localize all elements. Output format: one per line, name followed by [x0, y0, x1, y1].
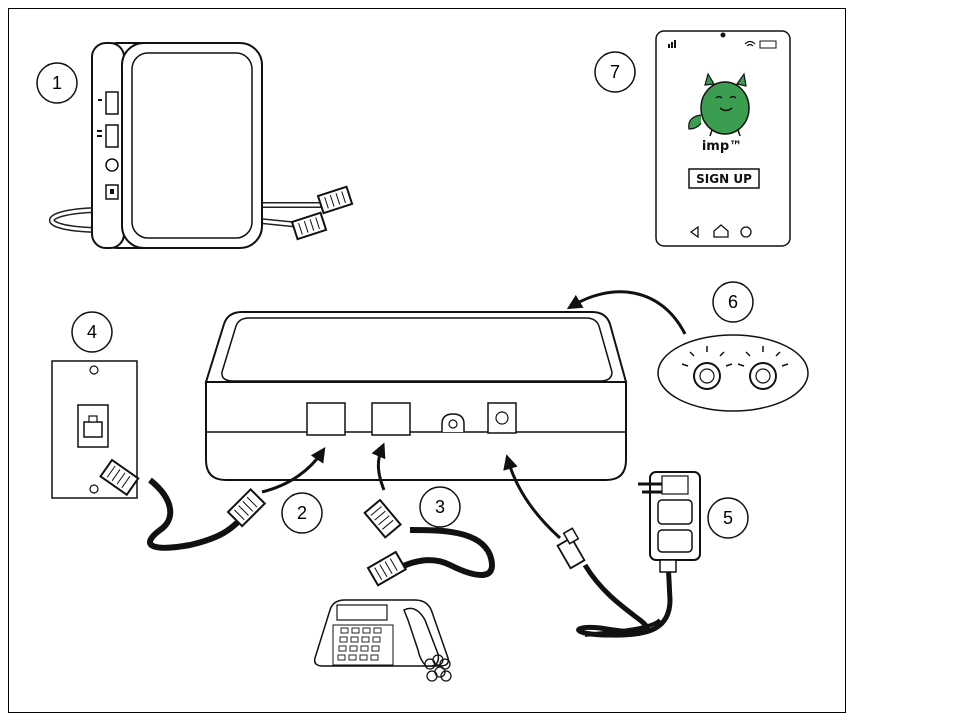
- callout-1: 1: [36, 62, 78, 104]
- desk-phone-illustration: [313, 599, 452, 682]
- battery-icon: [759, 40, 777, 49]
- svg-text:1: 1: [52, 73, 62, 93]
- power-adapter-illustration: [556, 471, 701, 638]
- svg-text:6: 6: [728, 292, 738, 312]
- recents-nav-icon[interactable]: [740, 226, 752, 238]
- app-name-label: imp™: [702, 139, 742, 154]
- svg-text:7: 7: [610, 62, 620, 82]
- svg-text:5: 5: [723, 508, 733, 528]
- phone-line-cable: [99, 458, 267, 551]
- callout-6: 6: [712, 281, 754, 323]
- signal-icon: [668, 40, 676, 48]
- gateway-device-illustration: [204, 311, 628, 481]
- home-nav-icon[interactable]: [713, 224, 729, 238]
- callout-4: 4: [71, 311, 113, 353]
- status-lights-illustration: [657, 334, 809, 412]
- callout-3: 3: [419, 486, 461, 528]
- back-nav-icon[interactable]: [689, 225, 699, 239]
- svg-text:2: 2: [297, 503, 307, 523]
- signup-button[interactable]: [688, 168, 760, 189]
- phone-line-arrow: [261, 447, 326, 494]
- phone-cable: [363, 498, 495, 587]
- smartphone-illustration: imp™ SIGN UP: [655, 30, 791, 247]
- signup-label: SIGN UP: [696, 172, 752, 186]
- callout-2: 2: [281, 492, 323, 534]
- router-illustration: [48, 42, 354, 249]
- imp-mascot-icon: [688, 72, 750, 137]
- callout-5: 5: [707, 497, 749, 539]
- power-arrow: [503, 454, 562, 540]
- svg-text:3: 3: [435, 497, 445, 517]
- lights-pointer-arrow: [566, 290, 687, 335]
- phone-port-arrow: [371, 442, 386, 491]
- svg-text:4: 4: [87, 322, 97, 342]
- callout-7: 7: [594, 51, 636, 93]
- wifi-icon: [744, 40, 756, 47]
